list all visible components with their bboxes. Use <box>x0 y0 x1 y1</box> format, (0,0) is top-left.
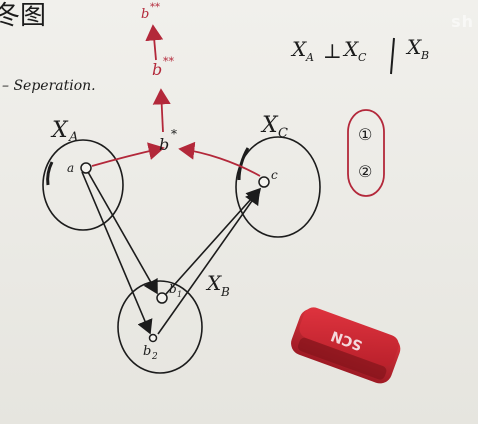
svg-text:– Seperation.: – Seperation. <box>2 78 96 94</box>
label-xb-sub: B <box>220 285 230 299</box>
circled-notes: ① ② <box>347 109 385 197</box>
node-xc-shading <box>237 147 250 181</box>
label-xc: X <box>260 113 279 138</box>
independence-statement: X A ⊥ X C X B <box>290 35 429 75</box>
label-xa: X <box>50 118 69 143</box>
label-xc-sub: C <box>278 126 288 141</box>
label-b1-sub: 1 <box>177 290 182 299</box>
eraser: SCN <box>291 307 401 384</box>
label-b2star-mark: ** <box>163 55 175 68</box>
label-xa-sub: A <box>68 130 78 145</box>
node-xa-shading <box>46 161 54 186</box>
red-edge-top <box>145 24 164 61</box>
note-1: ① <box>358 125 372 144</box>
svg-text:A: A <box>305 51 314 64</box>
title-glyph: 冬图 <box>0 1 46 31</box>
label-bstar-mark: * <box>171 127 177 141</box>
node-a-dot <box>80 162 92 174</box>
node-xa-circle <box>42 139 124 231</box>
label-c: c <box>271 168 278 182</box>
label-b2-sub: 2 <box>151 352 158 362</box>
note-2: ② <box>358 162 372 181</box>
node-c-dot <box>258 176 270 188</box>
edge-a-b1 <box>87 171 158 295</box>
node-xc-circle <box>235 136 321 238</box>
label-b3star: b <box>141 7 149 22</box>
node-b2-dot <box>148 333 158 343</box>
edge-b2-c <box>157 189 260 335</box>
notes-oval <box>347 109 385 197</box>
red-labels: b * b ** b ** <box>141 2 177 154</box>
svg-text:X: X <box>290 37 307 61</box>
red-edge-bstar-up <box>152 88 171 133</box>
red-edge-c-bstar <box>178 141 261 177</box>
svg-text:C: C <box>358 51 367 64</box>
given-bar <box>390 37 395 75</box>
watermark: sh <box>451 12 474 31</box>
heading: – Seperation. <box>2 78 96 94</box>
svg-text:⊥: ⊥ <box>323 39 342 63</box>
label-b2: b <box>143 344 151 359</box>
node-xb-circle <box>117 280 203 374</box>
label-b1: b <box>169 282 177 296</box>
label-b3star-mark: ** <box>150 2 160 13</box>
edge-a-b2 <box>81 171 153 335</box>
svg-text:X: X <box>342 37 359 61</box>
label-xb: X <box>205 271 222 295</box>
edge-b1-c <box>165 187 262 295</box>
svg-text:冬图: 冬图 <box>0 1 46 31</box>
label-a: a <box>67 161 74 175</box>
svg-text:B: B <box>420 49 429 62</box>
label-bstar: b <box>159 135 169 154</box>
node-b1-dot <box>156 292 168 304</box>
red-edge-a-bstar <box>91 142 165 167</box>
svg-text:X: X <box>405 35 422 59</box>
label-b2star: b <box>152 60 162 79</box>
